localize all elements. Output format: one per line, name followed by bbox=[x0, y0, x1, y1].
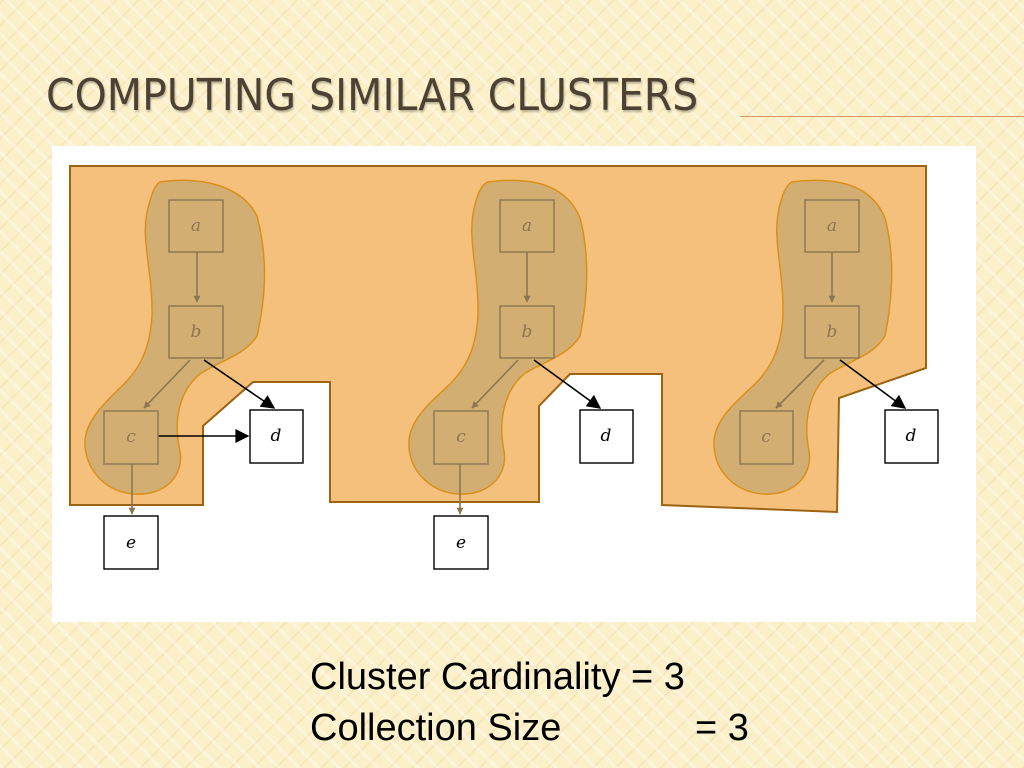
caption: Cluster Cardinality = 3 Collection Size =… bbox=[310, 652, 749, 754]
cluster-blob-3 bbox=[713, 179, 893, 495]
cluster-blob-2 bbox=[408, 179, 588, 495]
node-label: d bbox=[271, 426, 282, 446]
node-a: a bbox=[804, 199, 860, 253]
graph-1: a b c d e bbox=[103, 199, 304, 570]
node-e: e bbox=[433, 515, 489, 570]
node-d: d bbox=[249, 409, 304, 464]
node-a: a bbox=[168, 199, 224, 253]
edge-b-d bbox=[203, 359, 276, 409]
collection-size-value: = 3 bbox=[695, 707, 749, 749]
edge-b-d bbox=[533, 359, 602, 409]
node-c: c bbox=[739, 410, 794, 465]
node-label: b bbox=[522, 322, 533, 342]
slide-title: Computing Similar Clusters bbox=[46, 70, 699, 121]
node-c: c bbox=[103, 410, 159, 465]
node-c: c bbox=[433, 410, 489, 465]
node-label: a bbox=[522, 216, 532, 236]
edge-b-d bbox=[839, 359, 907, 409]
node-label: c bbox=[761, 427, 771, 447]
edge-b-c bbox=[143, 359, 191, 409]
node-b: b bbox=[804, 305, 860, 359]
cluster-diagram: a b c d e bbox=[69, 165, 939, 570]
node-label: b bbox=[191, 322, 202, 342]
title-rule bbox=[740, 116, 1024, 117]
node-label: c bbox=[126, 427, 136, 447]
node-label: e bbox=[126, 533, 136, 553]
node-label: b bbox=[827, 322, 838, 342]
node-a: a bbox=[499, 199, 555, 253]
node-d: d bbox=[884, 409, 939, 464]
node-label: c bbox=[456, 427, 466, 447]
cluster-blob-1 bbox=[84, 179, 266, 495]
node-d: d bbox=[579, 409, 634, 464]
node-b: b bbox=[168, 305, 224, 359]
node-label: e bbox=[456, 533, 466, 553]
diagram-panel: a b c d e bbox=[52, 146, 976, 622]
node-e: e bbox=[103, 515, 159, 570]
node-label: a bbox=[827, 216, 837, 236]
graph-3: a b c d bbox=[739, 199, 939, 465]
caption-line-cardinality: Cluster Cardinality = 3 bbox=[310, 652, 749, 703]
cluster-cardinality-value: = 3 bbox=[631, 656, 685, 698]
graph-2: a b c d e bbox=[433, 199, 634, 570]
cluster-cardinality-label: Cluster Cardinality bbox=[310, 656, 621, 698]
node-b: b bbox=[499, 305, 555, 359]
node-label: d bbox=[906, 426, 917, 446]
collection-size-label: Collection Size bbox=[310, 707, 562, 749]
node-label: a bbox=[191, 216, 201, 236]
node-label: d bbox=[601, 426, 612, 446]
edge-b-c bbox=[775, 359, 825, 409]
caption-line-collection: Collection Size = 3 bbox=[310, 703, 749, 754]
edge-b-c bbox=[471, 359, 519, 409]
